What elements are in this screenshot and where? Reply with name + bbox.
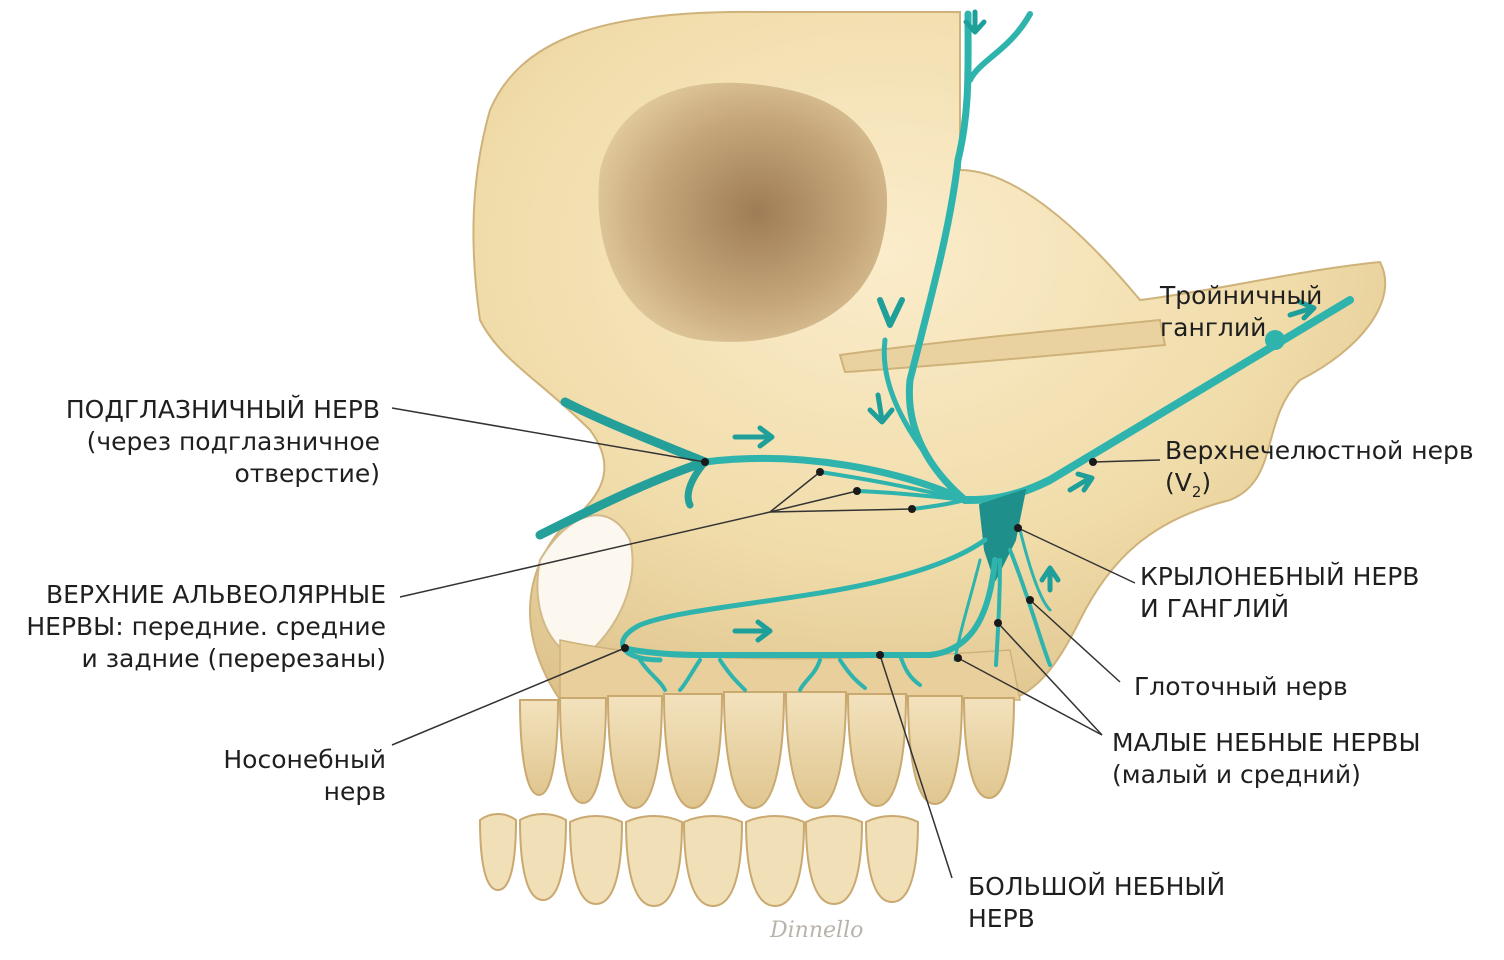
label-greater-line1: БОЛЬШОЙ НЕБНЫЙ: [968, 871, 1225, 903]
dot-alveolar-b: [853, 487, 861, 495]
label-greater-palatine-nerve: БОЛЬШОЙ НЕБНЫЙ НЕРВ: [968, 871, 1225, 935]
label-trigeminal-line1: Тройничный: [1160, 280, 1322, 312]
dot-lesser-1: [994, 619, 1002, 627]
lower-teeth: [480, 814, 918, 906]
label-maxillary-nerve: Верхнечелюстной нерв (V2): [1165, 435, 1474, 508]
upper-tooth: [908, 696, 962, 804]
dot-alveolar-c: [908, 505, 916, 513]
label-infraorbital-line3: отверстие): [40, 458, 380, 490]
label-maxillary-line1: Верхнечелюстной нерв: [1165, 435, 1474, 467]
label-pterygopalatine-line1: КРЫЛОНЕБНЫЙ НЕРВ: [1140, 561, 1419, 593]
upper-tooth: [724, 692, 784, 808]
label-alveolar-line1: ВЕРХНИЕ АЛЬВЕОЛЯРНЫЕ: [10, 579, 386, 611]
dot-greater: [876, 651, 884, 659]
dot-alveolar-a: [816, 468, 824, 476]
label-nasopalatine-line1: Носонебный: [180, 744, 386, 776]
label-superior-alveolar-nerves: ВЕРХНИЕ АЛЬВЕОЛЯРНЫЕ НЕРВЫ: передние. ср…: [10, 579, 386, 675]
label-pharyngeal-nerve: Глоточный нерв: [1134, 671, 1348, 703]
label-infraorbital-line2: (через подглазничное: [40, 426, 380, 458]
lower-tooth: [626, 816, 682, 906]
lower-tooth: [520, 814, 566, 900]
dot-infraorbital: [701, 458, 709, 466]
label-maxillary-v: (V: [1165, 468, 1192, 497]
upper-teeth: [520, 692, 1014, 808]
upper-tooth: [964, 698, 1014, 798]
label-greater-line2: НЕРВ: [968, 903, 1225, 935]
dot-nasopalatine: [621, 644, 629, 652]
label-trigeminal-ganglion: Тройничный ганглий: [1160, 280, 1322, 344]
dot-pterygopalatine: [1014, 524, 1022, 532]
label-pharyngeal-line1: Глоточный нерв: [1134, 671, 1348, 703]
label-maxillary-close: ): [1201, 468, 1211, 497]
label-alveolar-line2: НЕРВЫ: передние. средние: [10, 611, 386, 643]
label-nasopalatine-nerve: Носонебный нерв: [180, 744, 386, 808]
upper-tooth: [786, 692, 846, 808]
lower-tooth: [570, 816, 622, 904]
label-pterygopalatine-line2: И ГАНГЛИЙ: [1140, 593, 1419, 625]
lower-tooth: [684, 816, 742, 906]
label-trigeminal-line2: ганглий: [1160, 312, 1322, 344]
upper-tooth: [608, 696, 662, 808]
dot-pharyngeal: [1026, 596, 1034, 604]
lower-tooth: [866, 816, 918, 902]
upper-tooth: [560, 698, 606, 803]
label-infraorbital-line1: ПОДГЛАЗНИЧНЫЙ НЕРВ: [40, 394, 380, 426]
label-lesser-line2: (малый и средний): [1112, 759, 1421, 791]
lower-tooth: [806, 816, 862, 904]
dot-maxillary: [1089, 458, 1097, 466]
orbit: [598, 83, 887, 342]
artist-signature: Dinnello: [770, 918, 863, 943]
upper-tooth: [664, 694, 722, 808]
label-infraorbital-nerve: ПОДГЛАЗНИЧНЫЙ НЕРВ (через подглазничное …: [40, 394, 380, 490]
label-lesser-palatine-nerves: МАЛЫЕ НЕБНЫЕ НЕРВЫ (малый и средний): [1112, 727, 1421, 791]
lower-tooth: [480, 814, 516, 890]
lower-tooth: [746, 816, 804, 906]
label-maxillary-sub: 2: [1192, 483, 1202, 501]
upper-tooth: [520, 700, 558, 795]
label-lesser-line1: МАЛЫЕ НЕБНЫЕ НЕРВЫ: [1112, 727, 1421, 759]
label-pterygopalatine: КРЫЛОНЕБНЫЙ НЕРВ И ГАНГЛИЙ: [1140, 561, 1419, 625]
dot-lesser-2: [954, 654, 962, 662]
label-nasopalatine-line2: нерв: [180, 776, 386, 808]
label-alveolar-line3: и задние (перерезаны): [10, 643, 386, 675]
label-maxillary-line2: (V2): [1165, 467, 1474, 508]
